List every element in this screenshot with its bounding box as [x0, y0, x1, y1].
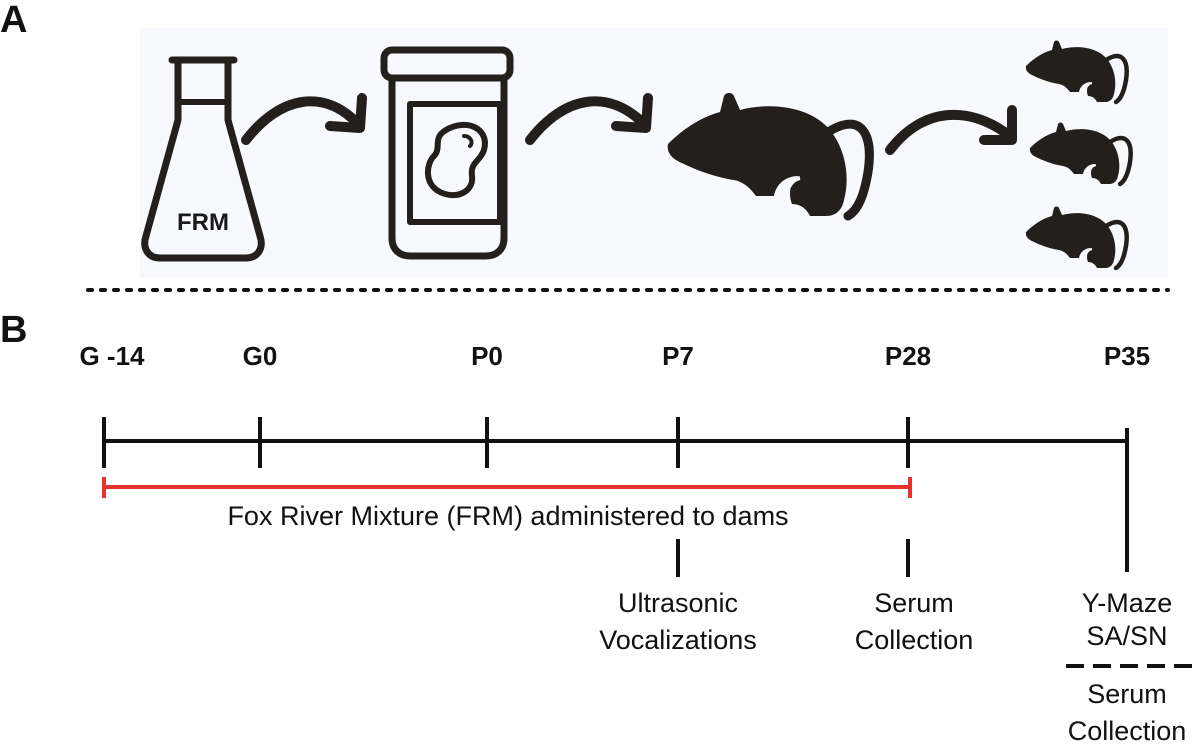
- arrow-icon: [241, 93, 367, 145]
- arrow-icon: [885, 105, 1017, 155]
- timeline-ticks: [102, 417, 1129, 572]
- tick-label-p28: P28: [885, 341, 931, 371]
- event-p7-line1: Ultrasonic: [618, 588, 738, 618]
- tick-label-p7: P7: [662, 341, 694, 371]
- dosing-bar: [102, 477, 912, 498]
- tick-label-p35: P35: [1104, 341, 1150, 371]
- tick-label-g0: G0: [243, 341, 278, 371]
- event-p7-line2: Vocalizations: [599, 625, 757, 655]
- arrow-icon: [525, 93, 653, 145]
- panel-label-a: A: [0, 0, 27, 41]
- event-p28-line2: Collection: [855, 625, 974, 655]
- event-p35-line1: Y-Maze: [1082, 588, 1173, 618]
- panel-label-b: B: [0, 309, 27, 351]
- timeline-tick-labels: G -14 G0 P0 P7 P28 P35: [79, 341, 1150, 371]
- tick-label-p0: P0: [471, 341, 503, 371]
- tick-label-g-14: G -14: [79, 341, 145, 371]
- jar-icon: [380, 46, 514, 260]
- flask-label: FRM: [177, 209, 229, 236]
- event-p35-line3: Serum: [1087, 679, 1167, 709]
- event-p35-line2: SA/SN: [1086, 621, 1167, 651]
- panel-a-background: [140, 28, 1168, 278]
- dosing-label: Fox River Mixture (FRM) administered to …: [227, 501, 788, 531]
- event-p35-line4: Collection: [1068, 716, 1187, 746]
- event-p28-line1: Serum: [874, 588, 954, 618]
- flask-icon: FRM: [141, 56, 265, 262]
